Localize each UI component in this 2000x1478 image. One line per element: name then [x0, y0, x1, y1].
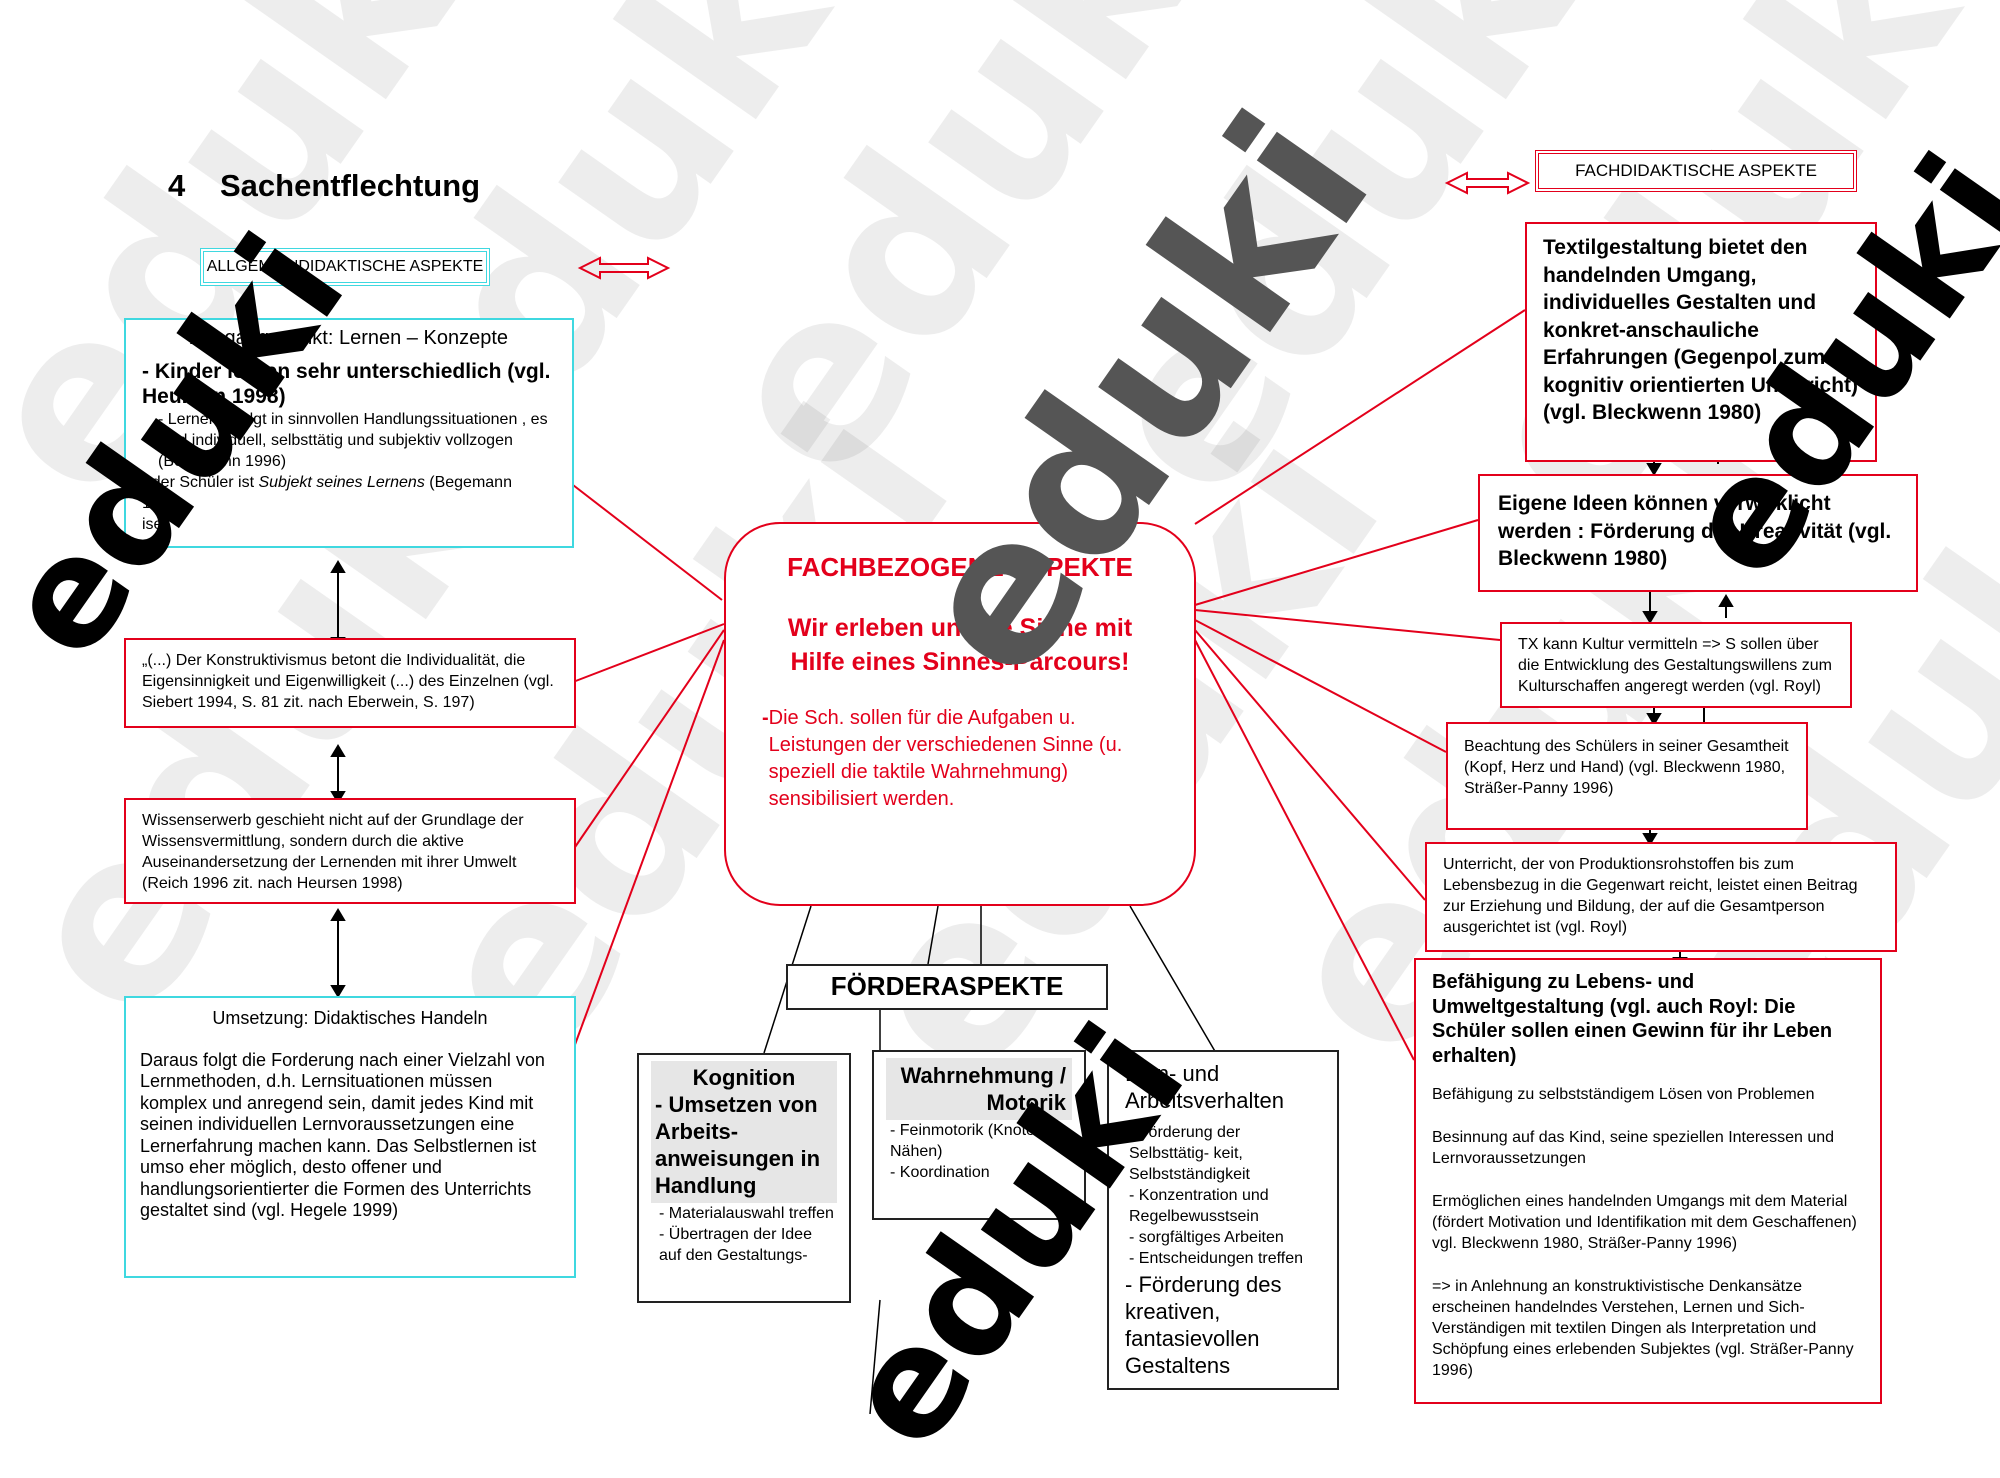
- left-box-4-text: Daraus folgt die Forderung nach einer Vi…: [140, 1049, 545, 1221]
- left-box-3: Wissenserwerb geschieht nicht auf der Gr…: [124, 798, 576, 904]
- left-box-4: Umsetzung: Didaktisches Handeln Daraus f…: [124, 996, 576, 1278]
- right-box-6-p3: Ermöglichen eines handelnden Umgangs mit…: [1432, 1193, 1857, 1252]
- right-box-6-p2: Besinnung auf das Kind, seine speziellen…: [1432, 1129, 1835, 1167]
- center-title: FACHBEZOGENE ASPEKTE: [787, 552, 1133, 582]
- right-box-6-p4: => in Anlehnung an konstruktivistische D…: [1432, 1278, 1854, 1379]
- lern-item-4: - Entscheidungen treffen: [1129, 1250, 1304, 1267]
- center-bullet: -: [762, 707, 769, 729]
- kognition-title: Kognition: [692, 1065, 796, 1090]
- right-box-6-p1: Befähigung zu selbstständigem Lösen von …: [1432, 1086, 1815, 1103]
- foerder-label-text: FÖRDERASPEKTE: [830, 971, 1064, 1001]
- box-kognition: Kognition - Umsetzen von Arbeits- anweis…: [637, 1053, 851, 1303]
- lern-big: - Förderung des kreativen, fantasievolle…: [1125, 1272, 1282, 1378]
- left-box-2: „(...) Der Konstruktivismus betont die I…: [124, 638, 576, 728]
- section-number: 4: [168, 168, 186, 203]
- label-fachdidaktisch-text: FACHDIDAKTISCHE ASPEKTE: [1575, 161, 1817, 180]
- lern-item-3: - sorgfältiges Arbeiten: [1129, 1229, 1284, 1246]
- center-text: Die Sch. sollen für die Aufgaben u. Leis…: [768, 707, 1123, 810]
- right-box-6: Befähigung zu Lebens- und Umweltgestaltu…: [1414, 958, 1882, 1404]
- center-box: FACHBEZOGENE ASPEKTE Wir erleben unsere …: [724, 522, 1196, 906]
- wahrnehmung-title: Wahrnehmung /: [900, 1063, 1066, 1088]
- foerder-label: FÖRDERASPEKTE: [786, 964, 1108, 1010]
- label-allgemein: ALLGEMEINDIDAKTISCHE ASPEKTE: [200, 248, 490, 286]
- left-box-1-line1: - Lernen erfolgt in sinnvollen Handlungs…: [158, 411, 548, 470]
- left-box-1-title: Ausgangspunkt: Lernen – Konzepte: [189, 327, 509, 349]
- left-box-1-bold: - Kinder lernen sehr unterschiedlich (vg…: [142, 360, 551, 408]
- right-box-4: Beachtung des Schülers in seiner Gesamth…: [1446, 722, 1808, 830]
- wahrnehmung-item-1: - Feinmotorik (Knoten, Nähen): [890, 1122, 1049, 1160]
- left-box-1: Ausgangspunkt: Lernen – Konzepte - Kinde…: [124, 318, 574, 548]
- lern-title: Lern- und Arbeitsverhalten: [1125, 1061, 1284, 1113]
- label-fachdidaktisch: FACHDIDAKTISCHE ASPEKTE: [1535, 150, 1857, 192]
- right-box-3: TX kann Kultur vermitteln => S sollen üb…: [1500, 622, 1852, 708]
- right-box-1: Textilgestaltung bietet den handelnden U…: [1525, 222, 1877, 462]
- kognition-item-2: - Übertragen der Idee auf den Gestaltung…: [659, 1226, 812, 1264]
- kognition-item-1: - Materialauswahl treffen: [659, 1205, 834, 1222]
- left-box-1-line2: - der Schüler ist Subjekt seines Lernens…: [142, 474, 512, 512]
- box-wahrnehmung: Wahrnehmung / Motorik - Feinmotorik (Kno…: [872, 1050, 1086, 1220]
- section-title: Sachentflechtung: [220, 168, 481, 203]
- right-box-6-title: Befähigung zu Lebens- und Umweltgestaltu…: [1432, 971, 1833, 1067]
- right-box-5: Unterricht, der von Produktionsrohstoffe…: [1425, 842, 1897, 952]
- right-box-2: Eigene Ideen können verwirklicht werden …: [1478, 474, 1918, 592]
- wahrnehmung-item-2: - Koordination: [890, 1164, 990, 1181]
- connector-lines: [330, 171, 1734, 1414]
- box-lernverhalten: Lern- und Arbeitsverhalten - Förderung d…: [1107, 1050, 1339, 1390]
- label-allgemein-text: ALLGEMEINDIDAKTISCHE ASPEKTE: [206, 258, 484, 275]
- lern-item-2: - Konzentration und Regelbewusstsein: [1129, 1187, 1269, 1225]
- left-box-1-line3: ise: [142, 516, 163, 533]
- left-box-4-title: Umsetzung: Didaktisches Handeln: [212, 1008, 488, 1028]
- kognition-bold: - Umsetzen von Arbeits- anweisungen in H…: [655, 1092, 821, 1198]
- center-subtitle: Wir erleben unsere Sinne mit Hilfe eines…: [787, 614, 1133, 676]
- lern-item-1: - Förderung der Selbsttätig- keit, Selbs…: [1129, 1124, 1250, 1183]
- wahrnehmung-title-2: Motorik: [986, 1090, 1066, 1115]
